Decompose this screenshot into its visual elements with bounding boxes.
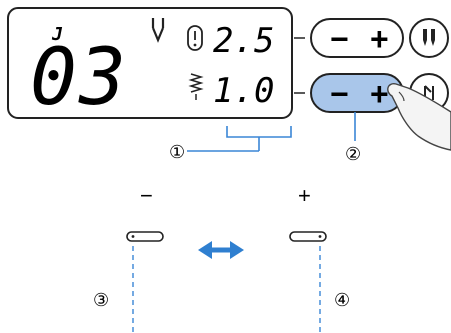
needle-icon: [151, 18, 165, 43]
length-plus-button[interactable]: +: [370, 76, 389, 112]
stitch-length-value: 1.0: [213, 71, 274, 111]
width-plus-button[interactable]: +: [370, 21, 389, 57]
width-minus-button[interactable]: −: [330, 21, 349, 57]
needle-slot-right: [289, 231, 327, 242]
stitch-width-icon: [187, 25, 203, 51]
callout-1: ①: [169, 142, 185, 162]
callout-4: ④: [334, 290, 350, 310]
stitch-length-adjust-button[interactable]: − +: [310, 73, 404, 113]
twin-needle-button[interactable]: [409, 18, 449, 58]
lcd-display-frame: [7, 7, 293, 119]
double-arrow-icon: [198, 241, 244, 259]
stitch-number: 03: [30, 33, 128, 123]
increase-label: +: [298, 183, 311, 208]
presser-foot-code: J: [51, 24, 63, 45]
callout-3: ③: [93, 290, 109, 310]
needle-slot-left: [126, 231, 164, 242]
callout-2: ②: [345, 144, 361, 164]
decrease-label: −: [140, 183, 153, 208]
stitch-width-value: 2.5: [213, 21, 274, 61]
twin-needle-icon: [423, 29, 435, 46]
stitch-length-icon: [188, 73, 204, 100]
length-minus-button[interactable]: −: [330, 76, 349, 112]
stitch-width-adjust-button[interactable]: − +: [310, 18, 404, 58]
